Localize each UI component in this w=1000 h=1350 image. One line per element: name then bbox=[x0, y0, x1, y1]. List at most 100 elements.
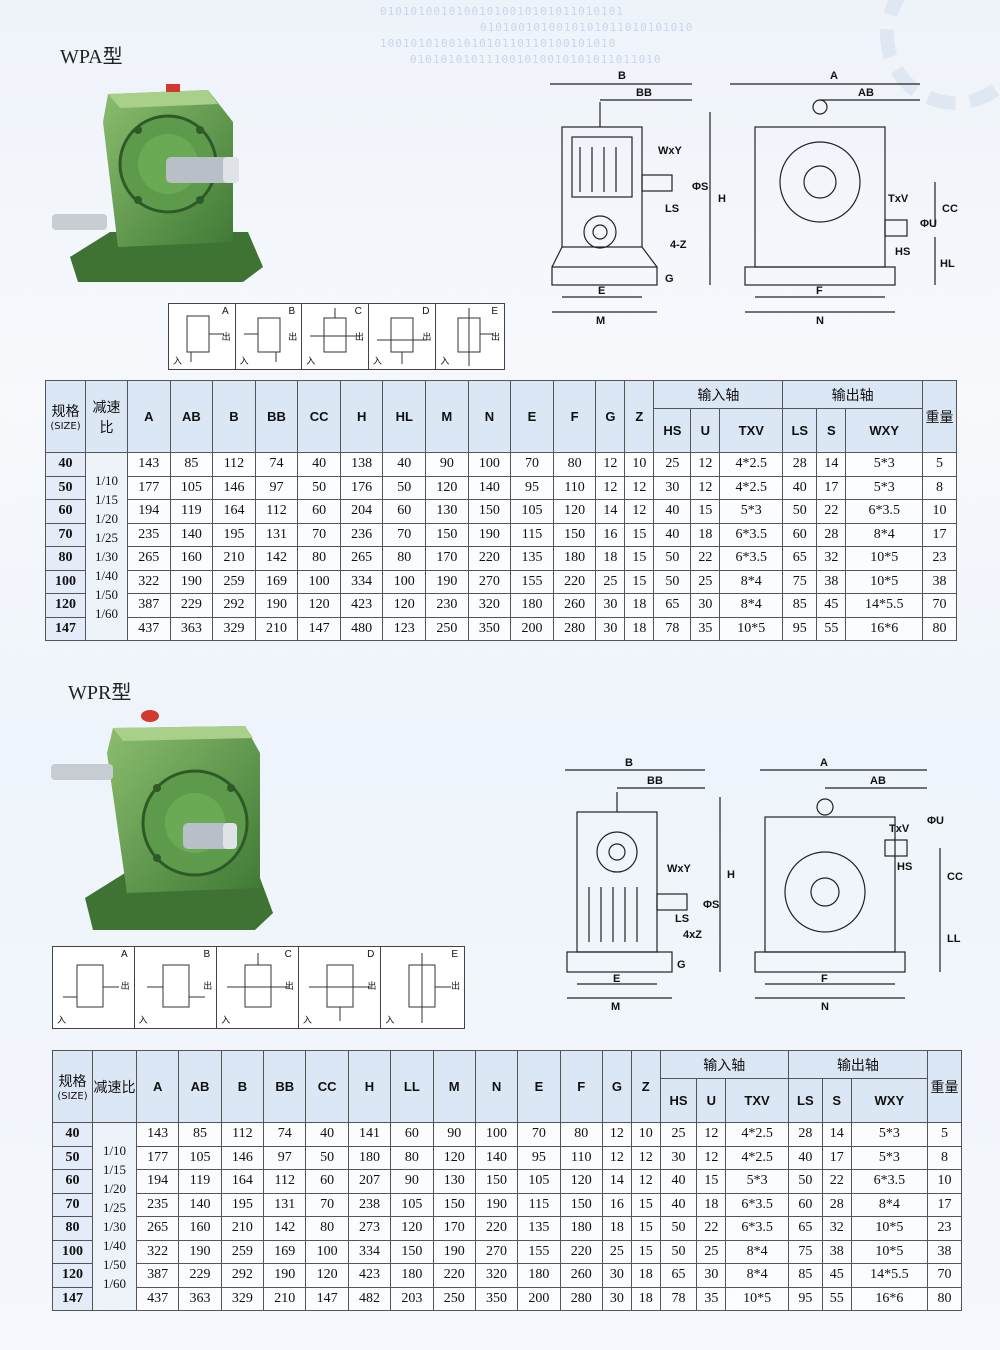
table-cell: 17 bbox=[821, 1145, 852, 1170]
dim-label: F bbox=[816, 285, 823, 297]
table-cell: 150 bbox=[467, 499, 512, 524]
mount-letter: B bbox=[288, 306, 296, 317]
table-cell: 60 bbox=[787, 1192, 823, 1217]
table-cell: 15 bbox=[690, 499, 721, 524]
table-cell: 259 bbox=[220, 1239, 265, 1264]
table-cell: 437 bbox=[127, 616, 171, 641]
wpr-gearbox-photo bbox=[45, 708, 280, 938]
table-cell: 280 bbox=[559, 1286, 603, 1311]
dim-label: AB bbox=[858, 87, 874, 99]
header-output-shaft: 输出轴 bbox=[787, 1050, 929, 1079]
table-cell: 70 bbox=[382, 522, 427, 547]
table-cell: 177 bbox=[135, 1145, 180, 1170]
mount-output-label: 出 bbox=[203, 982, 213, 993]
table-cell: 105 bbox=[169, 475, 214, 500]
table-cell: 35 bbox=[690, 616, 721, 641]
table-cell: 8*4 bbox=[850, 1192, 929, 1217]
table-cell: 17 bbox=[816, 475, 847, 500]
table-cell: 329 bbox=[212, 616, 256, 641]
table-cell: 190 bbox=[178, 1239, 222, 1264]
mount-diagram-c-icon bbox=[227, 953, 290, 1008]
dim-label: G bbox=[677, 959, 686, 971]
table-cell: 292 bbox=[212, 593, 256, 618]
table-cell: 164 bbox=[212, 499, 256, 524]
table-cell: 18 bbox=[630, 1263, 661, 1288]
header-size: 规格(SIZE) bbox=[52, 1050, 93, 1123]
header-col: Z bbox=[630, 1050, 661, 1123]
table-cell: 65 bbox=[782, 546, 818, 571]
table-cell: 90 bbox=[432, 1122, 476, 1147]
table-cell: 60 bbox=[782, 522, 818, 547]
table-cell: 50 bbox=[305, 1145, 349, 1170]
header-input-shaft: 输入轴 bbox=[653, 380, 784, 409]
table-cell: 22 bbox=[816, 499, 847, 524]
table-cell: 115 bbox=[517, 1192, 561, 1217]
size-cell: 60 bbox=[52, 1169, 93, 1194]
dim-label: LS bbox=[665, 203, 679, 215]
table-cell: 23 bbox=[927, 1216, 962, 1241]
dim-label: HS bbox=[897, 861, 912, 873]
header-col: AB bbox=[169, 380, 214, 453]
table-cell: 190 bbox=[467, 522, 512, 547]
table-cell: 363 bbox=[178, 1286, 222, 1311]
table-cell: 12 bbox=[624, 499, 655, 524]
binary-line: 1001010100101010110110100101010 bbox=[380, 37, 617, 50]
table-cell: 30 bbox=[595, 616, 626, 641]
table-cell: 141 bbox=[347, 1122, 392, 1147]
binary-line: 01010100101001010010101011010101 bbox=[380, 5, 624, 18]
wpa-gearbox-photo bbox=[48, 82, 288, 297]
table-cell: 8*4 bbox=[719, 569, 784, 594]
header-size: 规格(SIZE) bbox=[45, 380, 86, 453]
table-cell: 120 bbox=[559, 1169, 603, 1194]
table-cell: 5 bbox=[922, 452, 957, 477]
table-cell: 70 bbox=[297, 522, 341, 547]
size-cell: 80 bbox=[45, 546, 86, 571]
table-cell: 176 bbox=[339, 475, 384, 500]
table-cell: 6*3.5 bbox=[719, 522, 784, 547]
header-output-shaft: 输出轴 bbox=[782, 380, 923, 409]
table-cell: 70 bbox=[510, 452, 554, 477]
size-cell: 40 bbox=[52, 1122, 93, 1147]
table-cell: 120 bbox=[382, 593, 427, 618]
table-cell: 5*3 bbox=[850, 1145, 929, 1170]
wpr-mounting-positions: A 入出 B 入出 C 入出 D 入出 E 入出 bbox=[52, 946, 465, 1029]
dim-label: A bbox=[820, 757, 828, 769]
table-cell: 150 bbox=[425, 522, 469, 547]
table-cell: 30 bbox=[653, 475, 692, 500]
table-cell: 142 bbox=[254, 546, 299, 571]
table-cell: 80 bbox=[552, 452, 597, 477]
table-cell: 320 bbox=[474, 1263, 519, 1288]
table-cell: 195 bbox=[212, 522, 256, 547]
table-cell: 423 bbox=[339, 593, 384, 618]
wpa-dimension-drawing: B BB WxY ΦS LS 4-Z G E M H A AB TxV ΦU C… bbox=[550, 70, 958, 327]
table-cell: 5*3 bbox=[719, 499, 784, 524]
table-cell: 50 bbox=[659, 1239, 698, 1264]
table-cell: 123 bbox=[382, 616, 427, 641]
header-col: A bbox=[127, 380, 171, 453]
table-cell: 80 bbox=[297, 546, 341, 571]
table-cell: 100 bbox=[474, 1122, 519, 1147]
table-cell: 105 bbox=[390, 1192, 434, 1217]
table-cell: 236 bbox=[339, 522, 384, 547]
table-cell: 40 bbox=[297, 452, 341, 477]
table-cell: 8*4 bbox=[725, 1263, 789, 1288]
header-sub-col: U bbox=[696, 1078, 727, 1123]
mount-position-b: B 入出 bbox=[135, 947, 218, 1028]
table-cell: 147 bbox=[305, 1286, 349, 1311]
table-cell: 10*5 bbox=[845, 569, 923, 594]
header-weight: 重量 bbox=[922, 380, 957, 453]
table-cell: 75 bbox=[787, 1239, 823, 1264]
table-cell: 177 bbox=[127, 475, 171, 500]
table-cell: 322 bbox=[135, 1239, 180, 1264]
header-col: AB bbox=[178, 1050, 222, 1123]
table-cell: 17 bbox=[922, 522, 957, 547]
dim-label: N bbox=[816, 315, 824, 327]
table-cell: 95 bbox=[782, 616, 818, 641]
table-cell: 210 bbox=[212, 546, 256, 571]
mount-position-e: E 入出 bbox=[381, 947, 464, 1028]
header-col: E bbox=[510, 380, 554, 453]
table-cell: 25 bbox=[696, 1239, 727, 1264]
